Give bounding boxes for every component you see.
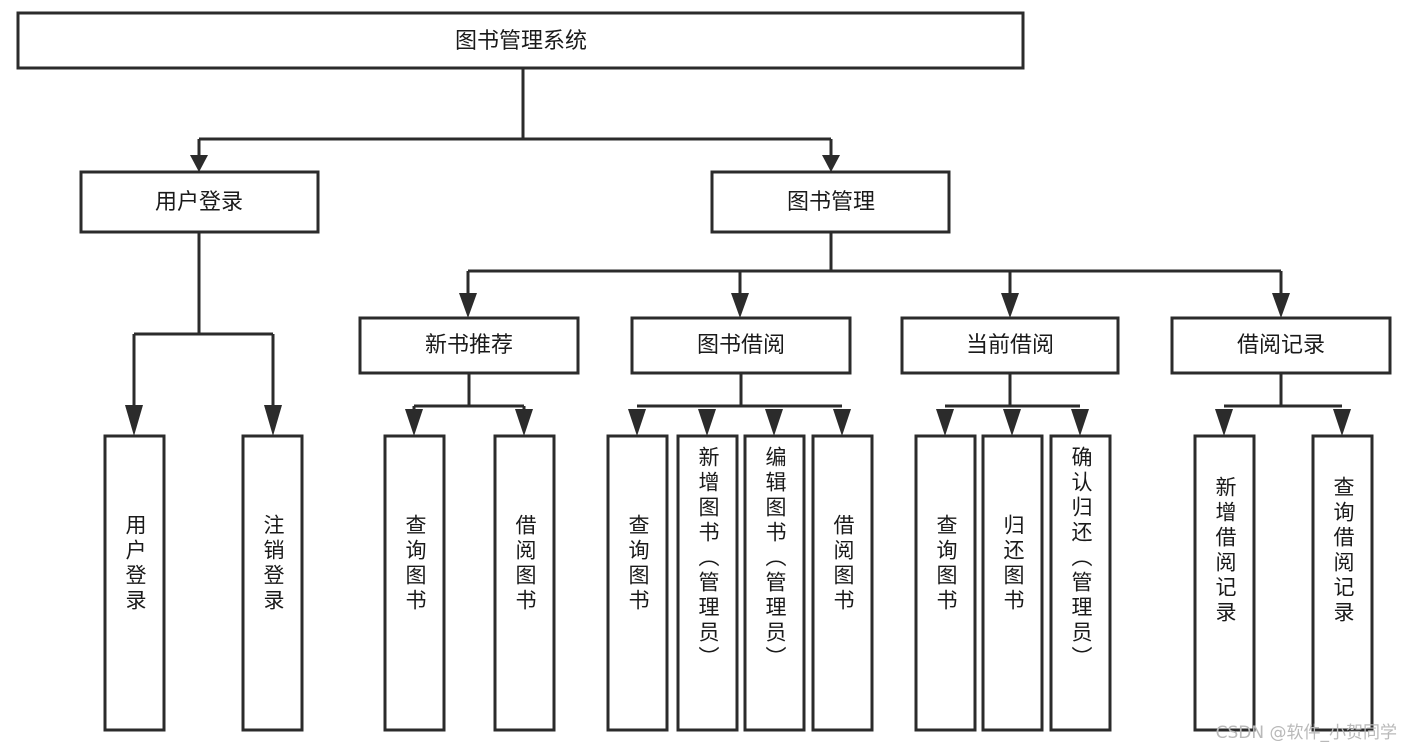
arrow-head-bookborrow-leaf3 xyxy=(765,409,783,436)
node-current-borrow[interactable]: 当前借阅 xyxy=(900,316,1120,375)
arrow-head-bookborrow-leaf1 xyxy=(628,409,646,436)
node-box-new-book-recommend[interactable] xyxy=(358,316,580,375)
arrow-head-borrow-records xyxy=(1272,293,1290,318)
arrow-head-user-login xyxy=(190,155,208,172)
arrow-head-current-borrow xyxy=(1001,293,1019,318)
arrow-head-newbook-leaf1 xyxy=(405,409,423,436)
arrow-head-book-mgmt xyxy=(822,155,840,172)
arrow-head-newbook-leaf2 xyxy=(515,409,533,436)
node-label-new-book-recommend: 新书推荐 xyxy=(425,333,513,358)
connector-group-book-management xyxy=(459,232,1290,318)
arrow-head-new-book-recommend xyxy=(459,293,477,318)
connector-group-book-borrow xyxy=(628,373,851,436)
connector-group-root xyxy=(190,68,840,172)
connector-group-current-borrow xyxy=(936,373,1089,436)
arrow-head-currentborrow-leaf2 xyxy=(1003,409,1021,436)
leaf-box-book-borrow-4[interactable] xyxy=(811,434,874,732)
leaf-box-new-book-1[interactable] xyxy=(383,434,446,732)
arrow-head-currentborrow-leaf3 xyxy=(1071,409,1089,436)
connector-group-new-book-recommend xyxy=(405,373,533,436)
arrow-head-borrowrecords-leaf2 xyxy=(1333,409,1351,436)
leaf-box-book-borrow-1[interactable] xyxy=(606,434,669,732)
leaf-box-book-borrow-2[interactable] xyxy=(676,434,739,732)
node-label-current-borrow: 当前借阅 xyxy=(966,333,1054,358)
node-box-current-borrow[interactable] xyxy=(900,316,1120,375)
connector-group-user-login xyxy=(125,232,282,436)
node-box-user-login[interactable] xyxy=(79,170,320,234)
arrow-head-borrowrecords-leaf1 xyxy=(1215,409,1233,436)
leaf-box-user-login-1[interactable] xyxy=(103,434,166,732)
node-new-book-recommend[interactable]: 新书推荐 xyxy=(358,316,580,375)
leaf-box-borrow-records-1[interactable] xyxy=(1193,434,1256,732)
arrow-head-bookborrow-leaf4 xyxy=(833,409,851,436)
node-root[interactable]: 图书管理系统 xyxy=(16,11,1025,70)
node-user-login[interactable]: 用户登录 xyxy=(79,170,320,234)
leaf-box-borrow-records-2[interactable] xyxy=(1311,434,1374,732)
arrow-head-leaf-user-login xyxy=(125,405,143,436)
node-box-root[interactable] xyxy=(16,11,1025,70)
node-label-user-login: 用户登录 xyxy=(155,190,243,215)
leaf-box-new-book-2[interactable] xyxy=(493,434,556,732)
leaf-box-current-borrow-1[interactable] xyxy=(914,434,977,732)
connector-group-borrow-records xyxy=(1215,373,1351,436)
node-book-borrow[interactable]: 图书借阅 xyxy=(630,316,852,375)
arrow-head-bookborrow-leaf2 xyxy=(698,409,716,436)
node-label-root: 图书管理系统 xyxy=(455,29,587,54)
arrow-head-book-borrow xyxy=(731,293,749,318)
node-box-book-borrow[interactable] xyxy=(630,316,852,375)
node-borrow-records[interactable]: 借阅记录 xyxy=(1170,316,1392,375)
node-label-borrow-records: 借阅记录 xyxy=(1237,333,1325,358)
node-label-book-management: 图书管理 xyxy=(787,190,875,215)
arrow-head-leaf-logout xyxy=(264,405,282,436)
node-label-book-borrow: 图书借阅 xyxy=(697,333,785,358)
leaf-box-current-borrow-2[interactable] xyxy=(981,434,1044,732)
leaf-box-current-borrow-3[interactable] xyxy=(1049,434,1112,732)
node-box-borrow-records[interactable] xyxy=(1170,316,1392,375)
leaf-box-book-borrow-3[interactable] xyxy=(743,434,806,732)
leaf-box-user-login-2[interactable] xyxy=(241,434,304,732)
node-book-management[interactable]: 图书管理 xyxy=(710,170,951,234)
arrow-head-currentborrow-leaf1 xyxy=(936,409,954,436)
